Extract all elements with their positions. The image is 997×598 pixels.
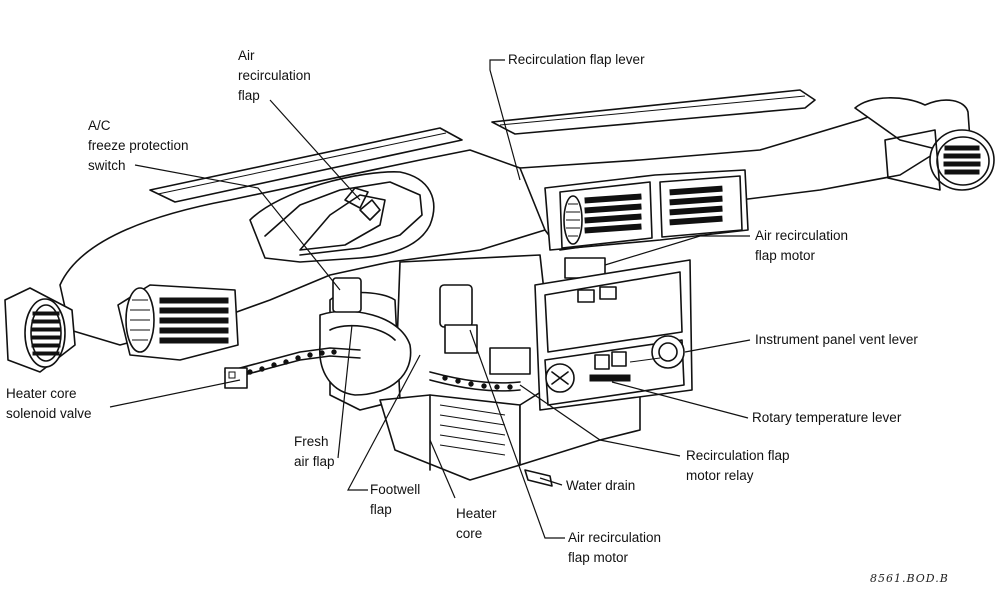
label-ac-freeze-protection-switch: A/C freeze protection switch — [88, 118, 189, 173]
control-panel — [534, 259, 693, 411]
dashboard-body — [4, 89, 995, 373]
reference-code: 8561.BOD.B — [870, 572, 949, 585]
label-air-recirculation-flap-motor-upper: Air recirculation flap motor — [755, 228, 849, 263]
label-heater-core: Heater core — [456, 506, 497, 541]
label-rotary-temperature-lever: Rotary temperature lever — [752, 410, 902, 425]
label-water-drain: Water drain — [566, 478, 636, 493]
right-end-vent — [884, 129, 995, 191]
label-air-recirculation-flap: Air recirculation flap — [238, 48, 311, 103]
heater-box — [224, 254, 641, 487]
label-heater-core-solenoid-valve: Heater core solenoid valve — [6, 386, 92, 421]
leader-lines — [109, 59, 751, 539]
label-air-recirculation-flap-motor-lower: Air recirculation flap motor — [568, 530, 662, 565]
left-side-vent — [117, 284, 239, 361]
center-vents — [544, 169, 749, 251]
label-recirculation-flap-lever: Recirculation flap lever — [508, 52, 645, 67]
left-end-vent — [4, 287, 76, 373]
label-footwell-flap: Footwell flap — [370, 482, 421, 517]
label-fresh-air-flap: Fresh air flap — [294, 434, 335, 469]
label-recirculation-flap-motor-relay: Recirculation flap motor relay — [686, 448, 790, 483]
label-instrument-panel-vent-lever: Instrument panel vent lever — [755, 332, 918, 347]
